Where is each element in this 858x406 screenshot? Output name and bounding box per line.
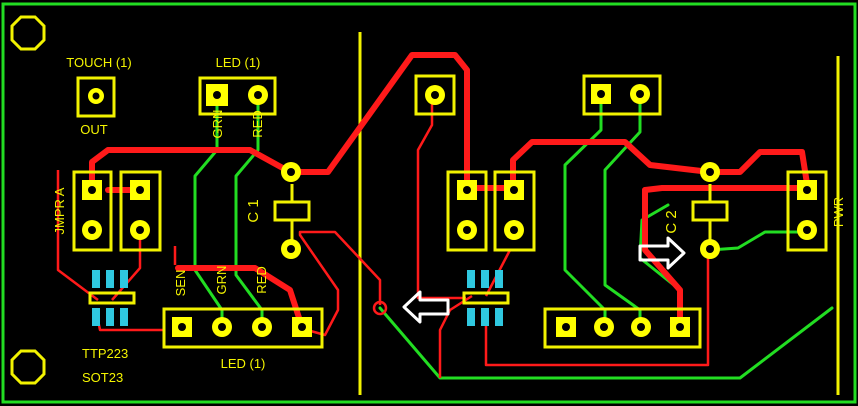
label-touch-out: OUT — [80, 122, 108, 137]
arrow-left-icon — [402, 290, 450, 324]
smd-pad — [481, 308, 489, 326]
drill-hole — [258, 323, 266, 331]
bottom-layer-traces — [193, 94, 834, 380]
c2-body — [691, 200, 729, 222]
jumper-header-right-1 — [446, 170, 488, 252]
four-pin-header-right-outline — [543, 307, 702, 349]
smd-pad — [481, 270, 489, 288]
label-ttp223: TTP223 — [82, 346, 128, 361]
c1-body — [273, 200, 311, 222]
drill-hole — [287, 168, 295, 176]
drill-hole — [287, 245, 295, 253]
smd-pad — [495, 308, 503, 326]
drill-hole — [88, 226, 96, 234]
drill-hole — [213, 91, 221, 99]
ttp223-footprint-right — [462, 270, 510, 326]
drill-hole — [136, 186, 144, 194]
through-hole-pads — [72, 74, 828, 349]
smd-pad — [120, 270, 128, 288]
drill-hole — [431, 91, 439, 99]
drill-hole — [463, 186, 471, 194]
drill-hole — [600, 323, 608, 331]
smd-pad — [467, 270, 475, 288]
drill-hole — [136, 226, 144, 234]
drill-hole — [676, 323, 684, 331]
drill-hole — [636, 90, 644, 98]
arrow-right-icon — [638, 236, 686, 270]
drill-hole — [803, 186, 811, 194]
smd-pad — [120, 308, 128, 326]
jmpr-a-header-1 — [72, 170, 113, 252]
drill-hole — [803, 226, 811, 234]
drill-hole — [463, 226, 471, 234]
drill-hole — [510, 186, 518, 194]
label-pwr: PWR — [831, 197, 846, 227]
smd-pad — [92, 270, 100, 288]
top-layer-thin-traces — [56, 96, 710, 378]
drill-hole — [510, 226, 518, 234]
label-led-red-top: RED — [250, 110, 265, 137]
mounting-hole-bottom-left — [10, 349, 46, 385]
smd-pad — [106, 308, 114, 326]
label-red-bottom: RED — [254, 266, 269, 293]
sot23-body — [462, 291, 510, 305]
two-pad-header-outline — [582, 74, 662, 116]
touch-header-outline — [76, 76, 116, 118]
label-c2: C 2 — [663, 210, 680, 233]
sot23-body — [88, 291, 136, 305]
jumper-header-right-2 — [493, 170, 536, 252]
mounting-hole-top-left — [10, 15, 46, 51]
label-touch-header: TOUCH (1) — [66, 55, 131, 70]
jmpr-a-header-2 — [119, 170, 162, 252]
label-led-header-bottom: LED (1) — [221, 356, 266, 371]
label-led-header-top: LED (1) — [216, 55, 261, 70]
drill-hole — [637, 323, 645, 331]
label-sen: SEN — [173, 270, 188, 297]
label-grn-bottom: GRN — [214, 266, 229, 295]
smd-pad — [106, 270, 114, 288]
drill-hole — [562, 323, 570, 331]
label-sot23: SOT23 — [82, 370, 123, 385]
drill-hole — [218, 323, 226, 331]
led-header-top-outline — [198, 76, 277, 116]
label-led-grn-top: GRN — [210, 110, 225, 139]
drill-hole — [254, 91, 262, 99]
smd-pad — [467, 308, 475, 326]
pwr-header-outline — [786, 170, 828, 252]
drill-hole — [597, 90, 605, 98]
label-jmpr-a: JMPR A — [52, 187, 67, 234]
drill-hole — [178, 323, 186, 331]
drill-hole — [88, 186, 96, 194]
drill-hole — [92, 92, 100, 100]
via — [372, 300, 388, 316]
led-header-bottom-outline — [162, 307, 324, 349]
drill-hole — [298, 323, 306, 331]
label-c1: C 1 — [245, 199, 262, 222]
smd-pad — [495, 270, 503, 288]
smd-pad — [92, 308, 100, 326]
single-pad-header-outline — [414, 74, 456, 116]
ttp223-footprint-left — [88, 270, 136, 326]
drill-hole — [706, 168, 714, 176]
drill-hole — [706, 245, 714, 253]
